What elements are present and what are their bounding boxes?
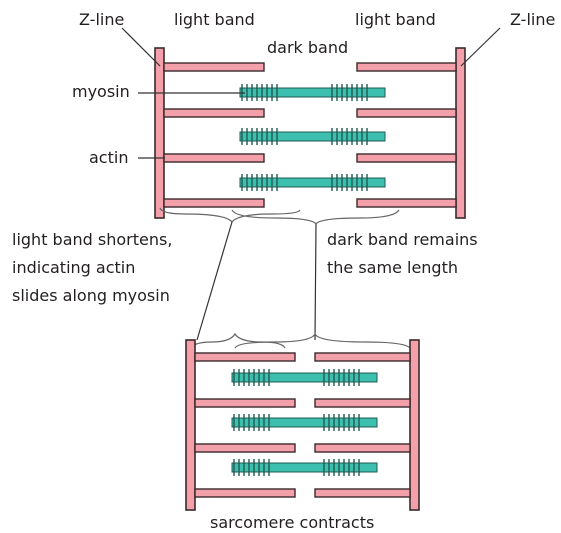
- light-band-shortens-line-3: slides along myosin: [12, 286, 170, 305]
- actin-filament: [163, 62, 265, 72]
- actin-filament: [314, 398, 411, 408]
- contracted-sarcomere: sarcomere contracts: [185, 332, 420, 532]
- actin-filament: [356, 198, 457, 208]
- actin-filament: [356, 153, 457, 163]
- actin-filament: [194, 398, 296, 408]
- dark-band-label: dark band: [267, 38, 348, 57]
- actin-filament: [163, 198, 265, 208]
- actin-filament: [194, 352, 296, 362]
- dark-band-brace-top: [231, 209, 400, 226]
- z-line-left-label: Z-line: [79, 10, 124, 29]
- actin-filament: [194, 443, 296, 453]
- myosin-label: myosin: [72, 82, 130, 101]
- z-line-right-label: Z-line: [510, 10, 555, 29]
- z-line-right-bar: [409, 339, 420, 511]
- light-band-shortens-line-1: light band shortens,: [12, 230, 172, 249]
- light-band-link-line: [196, 221, 233, 341]
- light-band-shortens-line-2: indicating actin: [12, 258, 135, 277]
- dark-band-remains-line-2: the same length: [327, 258, 458, 277]
- myosin-filament: [239, 131, 386, 142]
- light-band-brace-top: [159, 207, 301, 223]
- myosin-heads: [233, 369, 360, 476]
- actin-filament: [314, 352, 411, 362]
- actin-filament: [163, 153, 265, 163]
- z-line-right-bar: [455, 47, 466, 219]
- light-band-right-label: light band: [355, 10, 436, 29]
- actin-filament: [314, 488, 411, 498]
- actin-filament: [163, 108, 265, 118]
- dark-band-brace-bottom: [234, 332, 411, 349]
- dark-band-remains-line-1: dark band remains: [327, 230, 478, 249]
- relaxed-sarcomere: Z-line Z-line light band light band dark…: [72, 10, 555, 226]
- sarcomere-contracts-label: sarcomere contracts: [210, 513, 374, 532]
- myosin-filament: [231, 372, 378, 383]
- dark-band-link-line: [314, 223, 317, 341]
- actin-filament: [194, 488, 296, 498]
- actin-filament: [356, 108, 457, 118]
- myosin-filament: [231, 417, 378, 428]
- actin-label: actin: [89, 148, 128, 167]
- z-line-left-bar: [185, 339, 196, 511]
- actin-filament: [314, 443, 411, 453]
- z-line-left-pointer: [121, 27, 161, 67]
- z-line-right-pointer: [460, 27, 501, 67]
- myosin-filament: [231, 462, 378, 473]
- myosin-heads: [241, 84, 368, 191]
- light-band-left-label: light band: [174, 10, 255, 29]
- myosin-filament: [239, 177, 386, 188]
- z-line-left-bar: [154, 47, 165, 219]
- actin-filament: [356, 62, 457, 72]
